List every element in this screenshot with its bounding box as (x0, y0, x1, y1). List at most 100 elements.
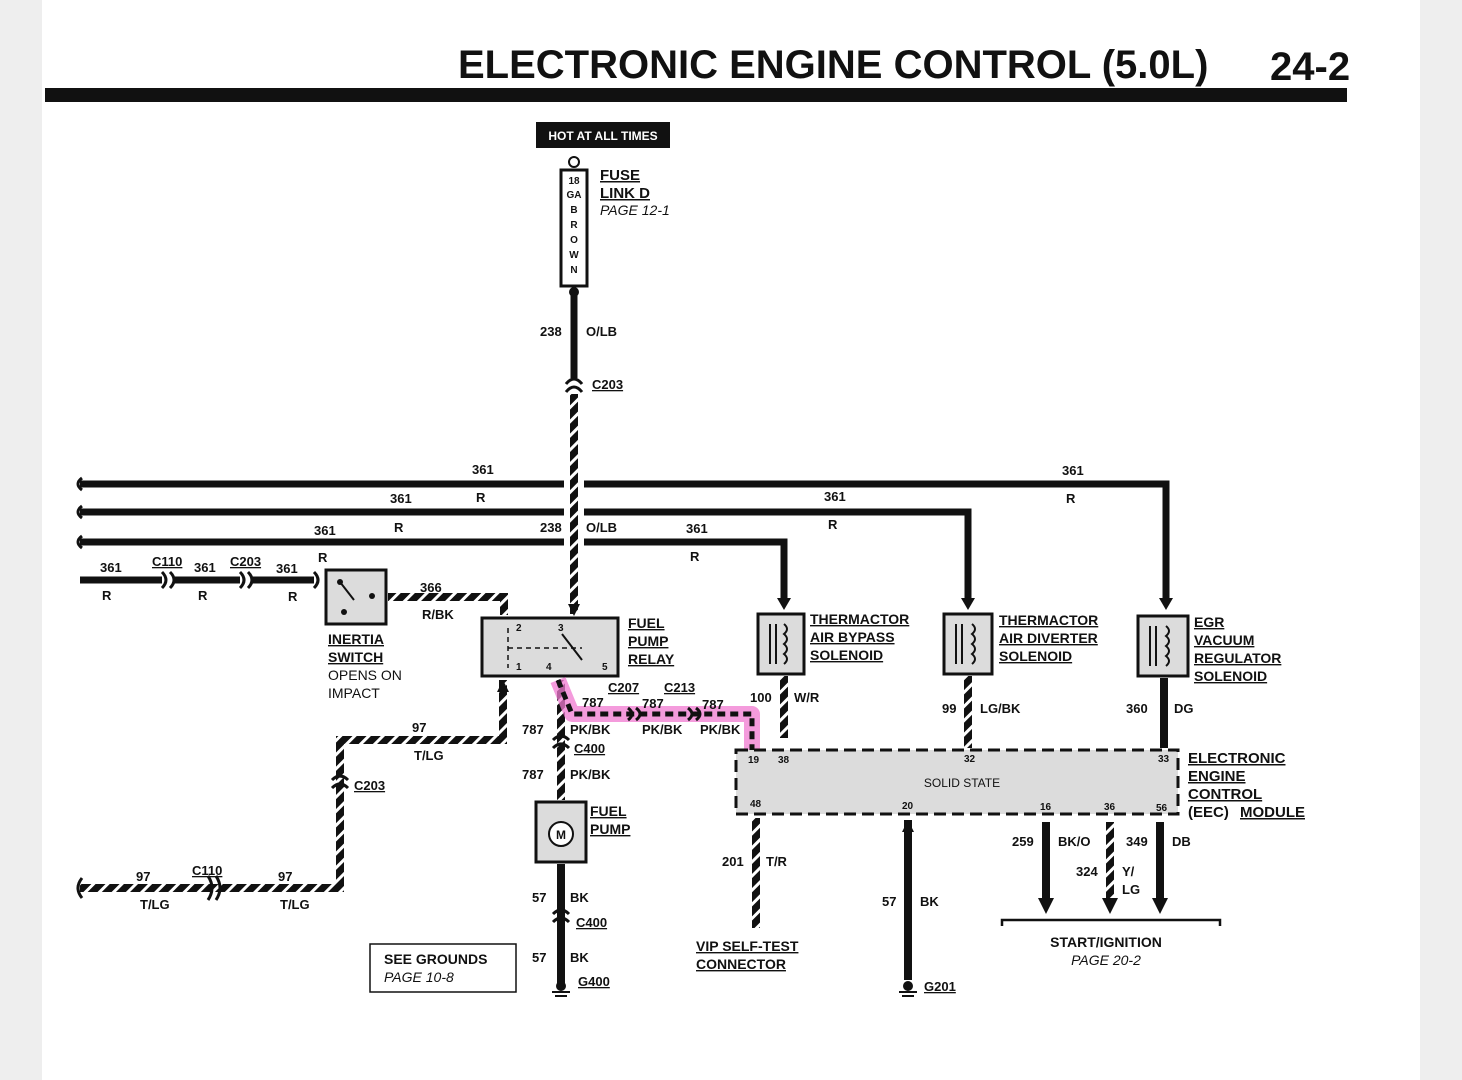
eec-label-5: MODULE (1240, 804, 1305, 821)
wire-324-color-2: LG (1122, 882, 1140, 897)
wire-57-color-1: BK (570, 890, 589, 905)
wire-361-bus-2-right (584, 508, 972, 604)
vip-label-2: CONNECTOR (696, 956, 786, 972)
wire-100 (780, 676, 788, 738)
arrow-relay-pin1 (497, 680, 509, 692)
wire-201 (752, 818, 760, 928)
diverter-label-2: AIR DIVERTER (999, 630, 1098, 646)
wire-361-label-2: 361 (390, 491, 412, 506)
wire-57-number-3: 57 (882, 894, 896, 909)
connector-c213-label: C213 (664, 680, 695, 695)
wire-r-label-2: R (394, 520, 404, 535)
fuse-name-1: FUSE (600, 167, 640, 184)
fuse-color-w: W (569, 250, 579, 261)
wire-97-number: 97 (412, 720, 426, 735)
wire-361-label-9: 361 (276, 561, 298, 576)
eec-pin-56: 56 (1156, 803, 1168, 814)
fuse-color-b: B (570, 205, 577, 216)
fuse-page-ref: PAGE 12-1 (600, 202, 670, 218)
egr-label-3: REGULATOR (1194, 650, 1281, 666)
eec-inner-label: SOLID STATE (924, 776, 1000, 790)
wire-238-color-2: O/LB (586, 520, 617, 535)
fuse-gauge-1: 18 (568, 176, 580, 187)
inertia-label-3: OPENS ON (328, 667, 402, 683)
see-grounds-box (369, 943, 517, 993)
inertia-label-1: INERTIA (328, 631, 384, 647)
solenoid-coil-icon-2 (955, 623, 976, 665)
relay-label-3: RELAY (628, 651, 675, 667)
wire-57-number-1: 57 (532, 890, 546, 905)
connector-c203-label-3: C203 (354, 778, 385, 793)
relay-pin-5: 5 (602, 662, 608, 673)
wire-57-number-2: 57 (532, 950, 546, 965)
arrow-eec-pin20 (902, 820, 914, 832)
arrow-to-egr (1159, 598, 1173, 610)
wire-r-label-8: R (198, 588, 208, 603)
relay-pin-2: 2 (516, 623, 522, 634)
page-number: 24-2 (1270, 45, 1350, 89)
wire-97-number-2: 97 (136, 869, 150, 884)
relay-contact-arm (561, 633, 583, 661)
wire-97-color-3: T/LG (280, 897, 310, 912)
wire-259-color: BK/O (1058, 834, 1091, 849)
arrow-to-bypass (777, 598, 791, 610)
relay-pin-4: 4 (546, 662, 552, 673)
wire-57-color-3: BK (920, 894, 939, 909)
wire-366-down (500, 593, 508, 615)
wire-366 (388, 593, 504, 601)
inertia-label-2: SWITCH (328, 649, 383, 665)
fuel-pump-label-2: PUMP (590, 821, 630, 837)
wire-361-label-6: 361 (686, 521, 708, 536)
wire-787-pump (557, 680, 565, 800)
wire-r-label-7: R (102, 588, 112, 603)
wire-361-label-5: 361 (824, 489, 846, 504)
bypass-label-2: AIR BYPASS (810, 629, 895, 645)
egr-label-4: SOLENOID (1194, 668, 1267, 684)
fuse-link-body (559, 168, 589, 288)
eec-pin-36: 36 (1104, 802, 1116, 813)
connector-c110-symbol (160, 570, 176, 590)
fuse-color-o: O (570, 235, 578, 246)
wire-238-color: O/LB (586, 324, 617, 339)
wire-100-color: W/R (794, 690, 820, 705)
connector-symbol-3 (312, 570, 320, 590)
fuse-color-r: R (570, 220, 578, 231)
wire-787-number-2: 787 (522, 767, 544, 782)
wire-57-color-2: BK (570, 950, 589, 965)
egr-label-2: VACUUM (1194, 632, 1254, 648)
connector-c110-symbol-2 (206, 875, 222, 901)
wire-349-number: 349 (1126, 834, 1148, 849)
fuel-pump-box (534, 800, 588, 864)
fuse-color-n: N (570, 265, 577, 276)
wire-97-color: T/LG (414, 748, 444, 763)
arrow-349 (1152, 898, 1168, 914)
wire-100-number: 100 (750, 690, 772, 705)
wire-349-color: DB (1172, 834, 1191, 849)
start-ignition-label: START/IGNITION (1050, 934, 1162, 950)
arrow-to-relay (568, 604, 580, 616)
connector-c203-symbol-3 (330, 774, 350, 790)
connector-c400-symbol-2 (551, 908, 571, 924)
see-grounds-label: SEE GROUNDS (384, 951, 487, 967)
hot-at-all-times-label: HOT AT ALL TIMES (548, 129, 657, 143)
wire-361-label-8: 361 (194, 560, 216, 575)
bus-end-2 (76, 504, 83, 520)
bypass-label-3: SOLENOID (810, 647, 883, 663)
eec-label-3: CONTROL (1188, 786, 1262, 803)
header-rule (45, 88, 1347, 102)
egr-label-1: EGR (1194, 614, 1224, 630)
wire-324-color-1: Y/ (1122, 864, 1135, 879)
wire-787-color-2: PK/BK (570, 767, 611, 782)
relay-pin-1: 1 (516, 662, 522, 673)
eec-pin-20: 20 (902, 801, 914, 812)
motor-symbol: M (556, 828, 566, 842)
relay-label-1: FUEL (628, 615, 665, 631)
connector-c207-symbol (627, 706, 642, 722)
inertia-switch-box (324, 568, 388, 626)
wire-201-color: T/R (766, 854, 788, 869)
bus-end-3 (76, 534, 83, 550)
wire-99-color: LG/BK (980, 701, 1021, 716)
eec-pin-16: 16 (1040, 802, 1052, 813)
ground-g201-icon (899, 981, 917, 997)
wire-787-color-4: PK/BK (700, 722, 741, 737)
